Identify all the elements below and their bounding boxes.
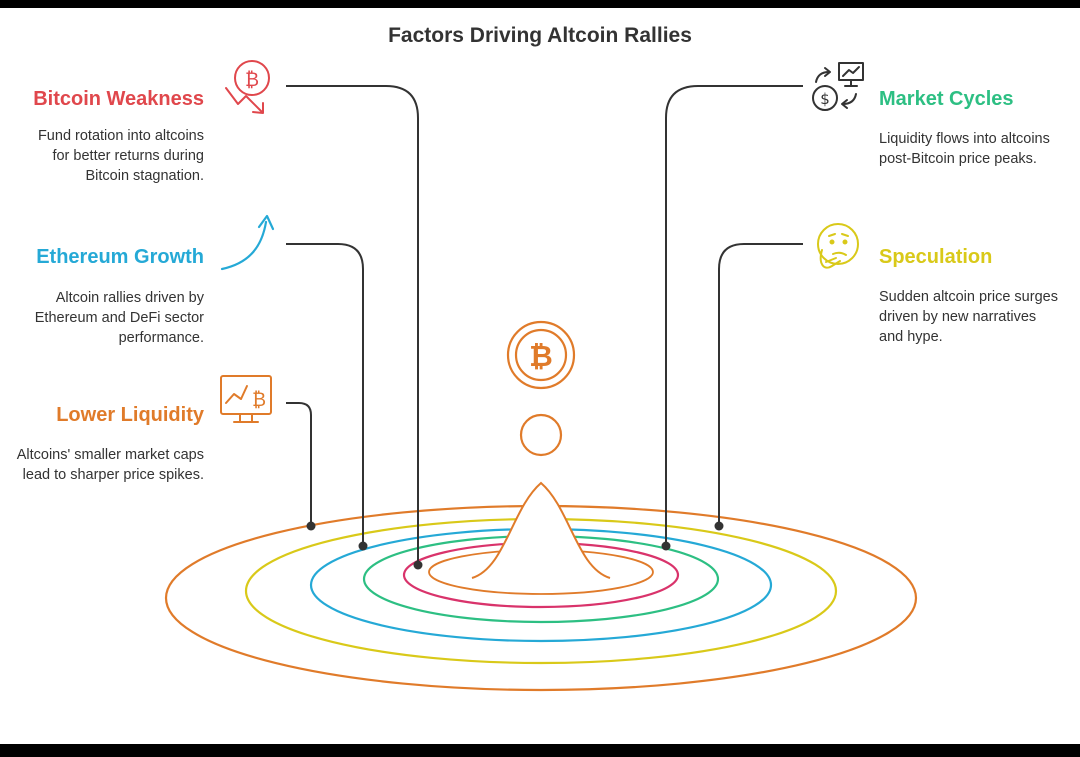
connector-dot — [714, 521, 724, 531]
falling-drop — [519, 413, 563, 457]
factor-heading-speculation: Speculation — [879, 246, 993, 268]
connector-speculation — [718, 243, 803, 526]
factor-description-market-cycles: Liquidity flows into altcoins post-Bitco… — [879, 131, 1050, 167]
droplet-splash — [471, 481, 611, 579]
diagram-graphics: ₿ ₿ — [164, 60, 918, 692]
diagram-canvas: ₿ ₿ — [0, 8, 1080, 744]
growth-arrow-icon — [220, 214, 275, 271]
factor-description-lower-liquidity: Altcoins' smaller market caps lead to sh… — [16, 447, 204, 483]
thinking-face-icon — [817, 223, 859, 269]
factor-description-speculation: Sudden altcoin price surges driven by ne… — [879, 289, 1058, 345]
svg-text:₿: ₿ — [245, 69, 259, 91]
connector-dot — [358, 541, 368, 551]
factor-description-ethereum-growth: Altcoin rallies driven by Ethereum and D… — [34, 290, 204, 346]
svg-text:₿: ₿ — [529, 339, 553, 373]
bitcoin-chart-monitor-icon: ₿ — [220, 375, 272, 423]
connector-lower-liquidity — [286, 402, 312, 526]
connector-dot — [661, 541, 671, 551]
factor-heading-ethereum-growth: Ethereum Growth — [36, 246, 204, 268]
svg-text:$: $ — [820, 90, 830, 108]
factor-heading-lower-liquidity: Lower Liquidity — [56, 404, 204, 426]
connector-dot — [413, 560, 423, 570]
diagram-title: Factors Driving Altcoin Rallies — [388, 24, 692, 47]
connector-bitcoin-weakness — [286, 85, 419, 565]
connector-market-cycles — [665, 85, 803, 546]
connector-dot — [306, 521, 316, 531]
svg-text:₿: ₿ — [252, 389, 266, 411]
bitcoin-coin-icon: ₿ — [506, 320, 576, 390]
money-cycle-icon: $ — [812, 62, 864, 111]
factor-heading-market-cycles: Market Cycles — [879, 88, 1014, 110]
bitcoin-down-icon: ₿ — [225, 60, 270, 114]
factor-heading-bitcoin-weakness: Bitcoin Weakness — [33, 88, 204, 110]
connector-ethereum-growth — [286, 243, 364, 546]
factor-description-bitcoin-weakness: Fund rotation into altcoins for better r… — [37, 128, 204, 184]
